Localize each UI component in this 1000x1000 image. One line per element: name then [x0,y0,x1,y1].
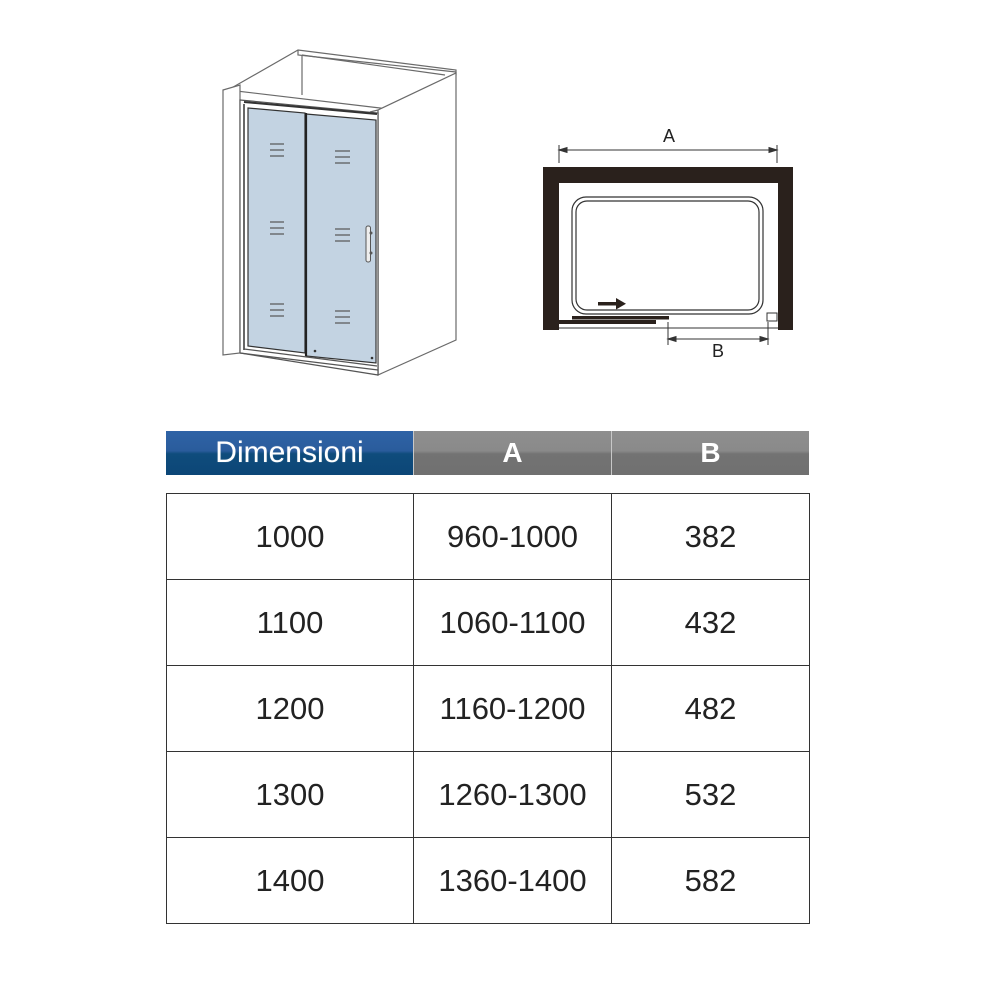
header-b: B [611,431,809,475]
dimensions-table: 1000 960-1000 382 1100 1060-1100 432 120… [166,493,810,924]
table-row: 1300 1260-1300 532 [166,751,810,838]
size-cell: 1300 [166,751,414,838]
a-cell: 1360-1400 [413,837,612,924]
size-cell: 1400 [166,837,414,924]
a-cell: 1060-1100 [413,579,612,666]
header-dimensioni: Dimensioni [166,431,413,475]
size-cell: 1100 [166,579,414,666]
header-a: A [413,431,611,475]
shower-enclosure-3d-illustration [220,40,470,390]
b-cell: 382 [611,493,810,580]
dimension-b-label: B [712,341,725,361]
door-handle-icon [365,225,373,263]
b-cell: 582 [611,837,810,924]
plan-view-illustration: A B [530,120,810,370]
a-cell: 960-1000 [413,493,612,580]
size-cell: 1200 [166,665,414,752]
table-row: 1400 1360-1400 582 [166,837,810,924]
a-cell: 1160-1200 [413,665,612,752]
b-cell: 432 [611,579,810,666]
a-cell: 1260-1300 [413,751,612,838]
table-row: 1200 1160-1200 482 [166,665,810,752]
shower-enclosure-drawing [222,49,457,376]
table-header: Dimensioni A B [166,431,809,475]
table-row: 1000 960-1000 382 [166,493,810,580]
size-cell: 1000 [166,493,414,580]
b-cell: 532 [611,751,810,838]
dimension-a-label: A [663,126,676,146]
slide-direction-arrow-icon [598,298,626,310]
plan-view-drawing [543,145,793,345]
b-cell: 482 [611,665,810,752]
table-row: 1100 1060-1100 432 [166,579,810,666]
